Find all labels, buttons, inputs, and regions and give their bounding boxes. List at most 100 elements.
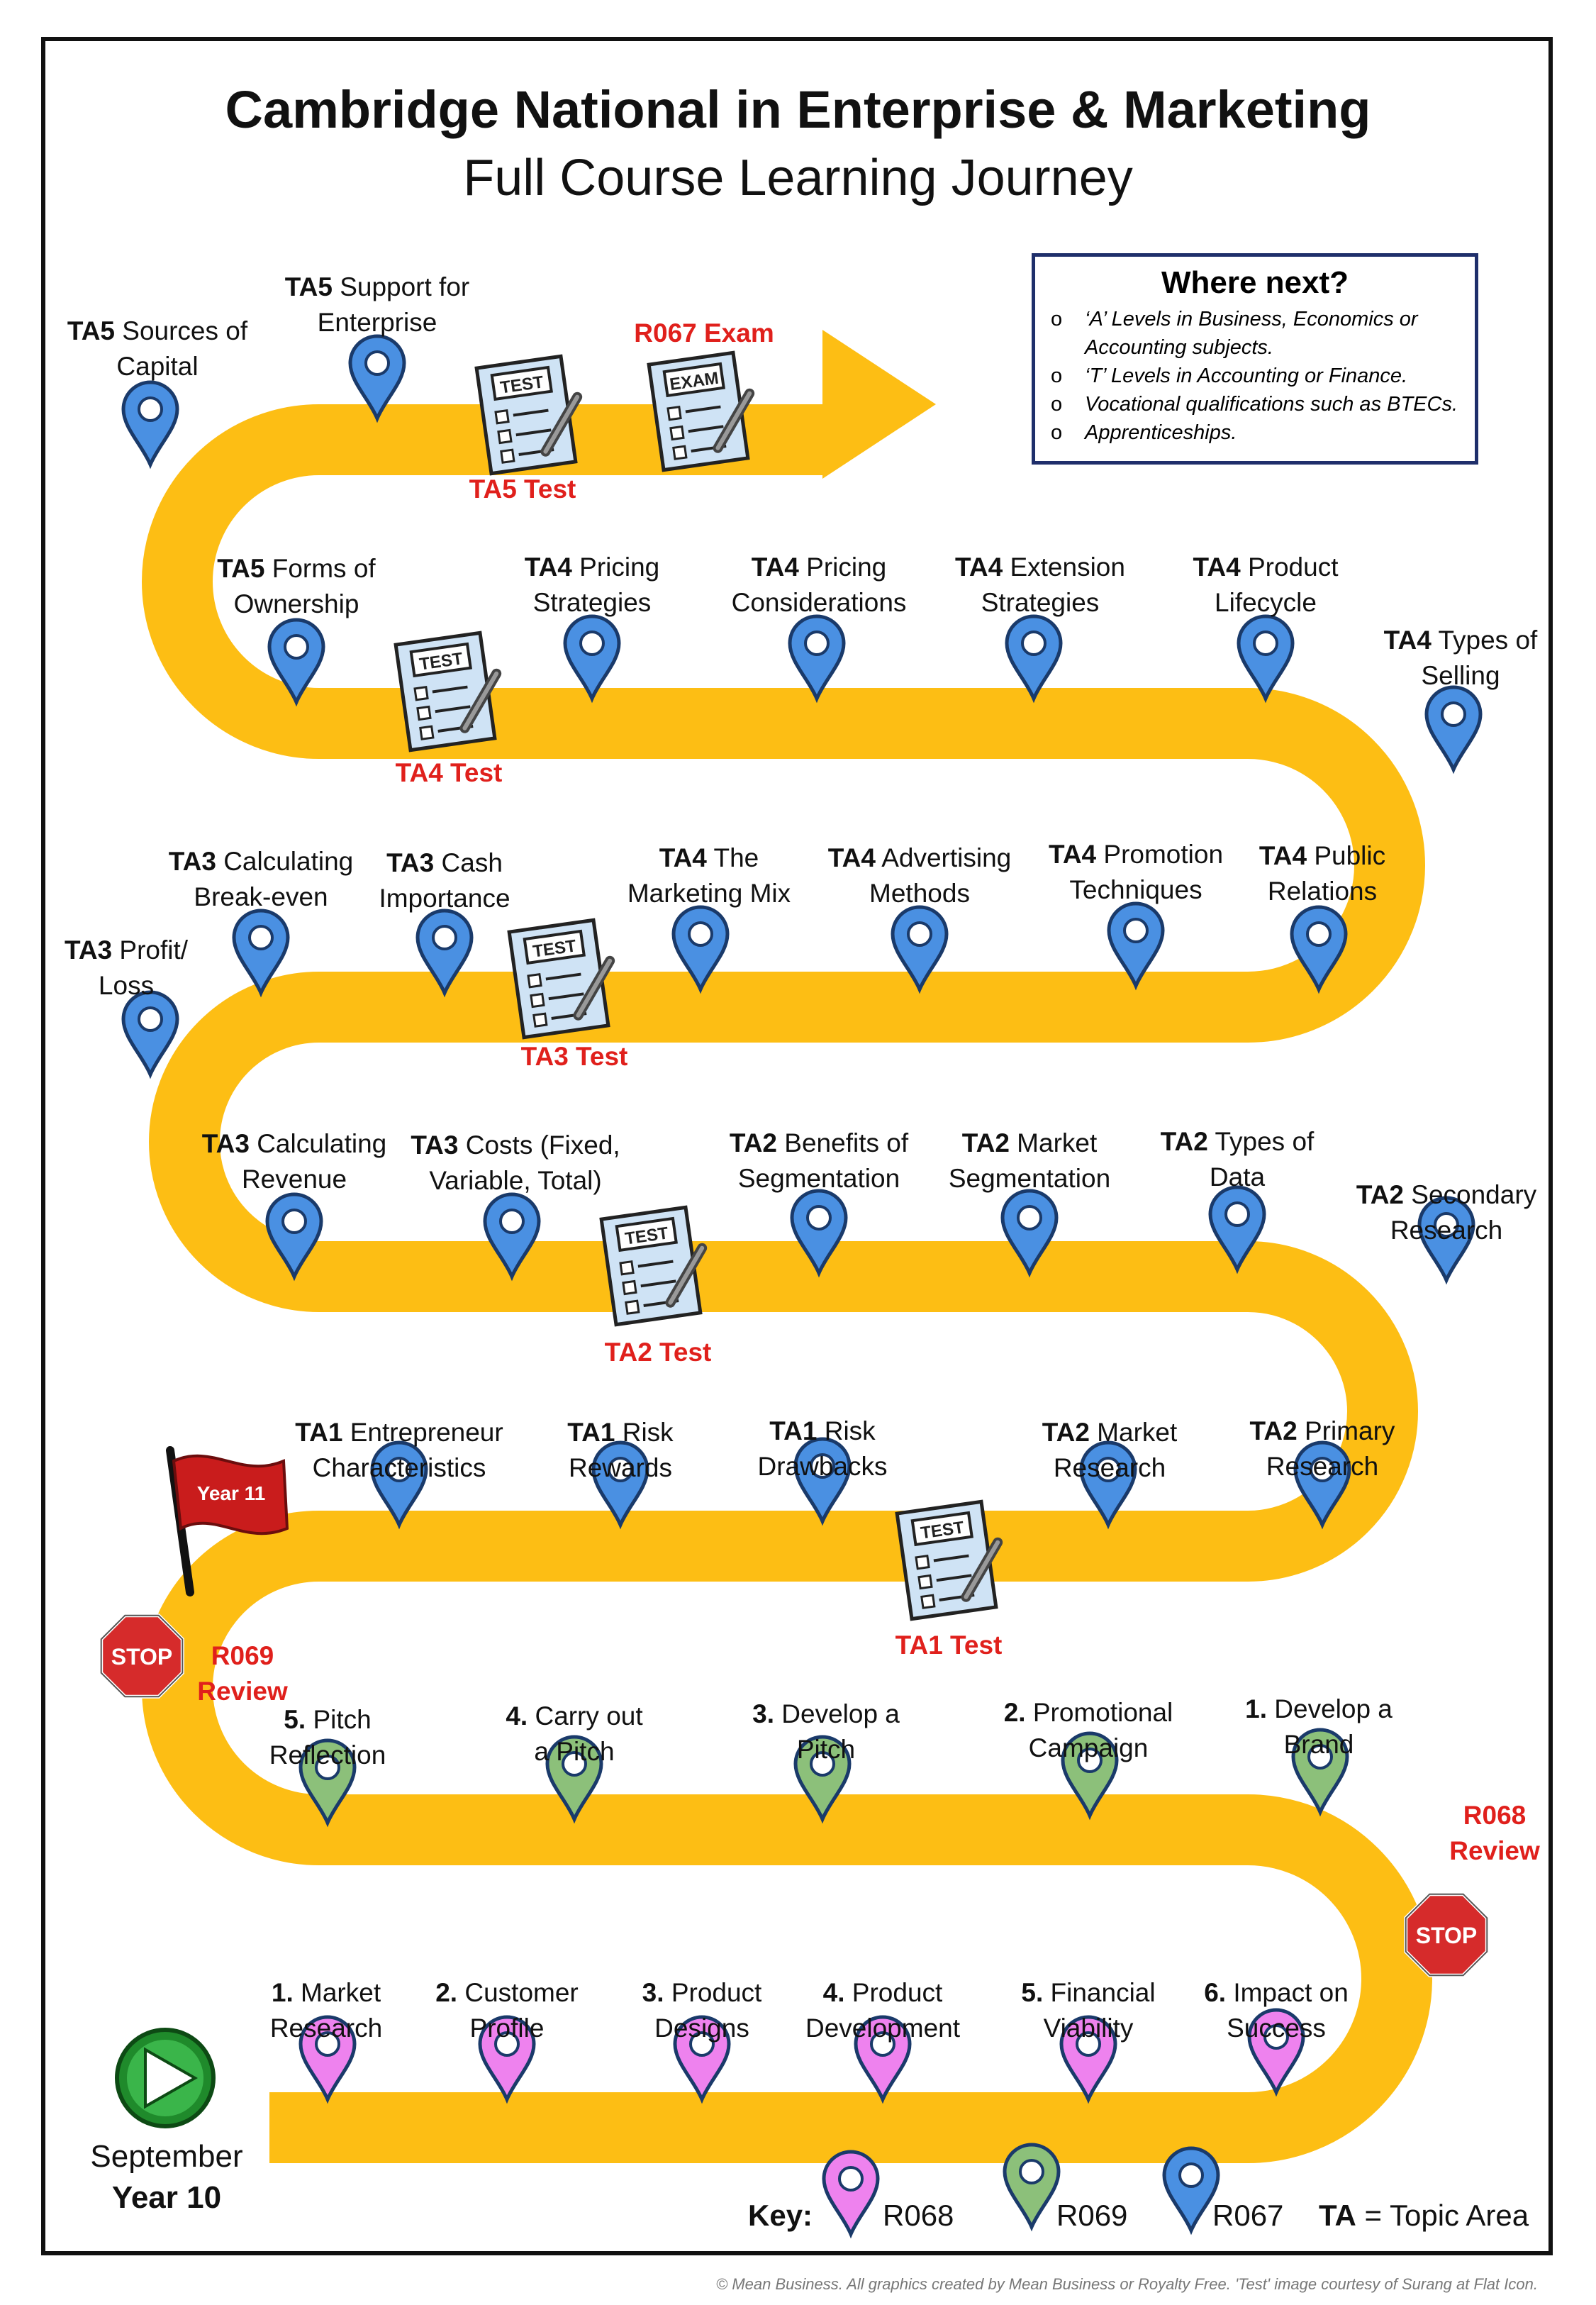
ta2-test-icon: TEST: [599, 1205, 708, 1327]
r068-pin-icon: [298, 2015, 357, 2104]
r067-pin-icon: [591, 1440, 649, 1530]
r068-stop-sign-icon: STOP: [1404, 1892, 1489, 1977]
r067-exam-label: R067 Exam: [634, 318, 774, 348]
bullet-icon: o: [1051, 365, 1063, 387]
r069-stop-sign-icon: STOP: [99, 1614, 184, 1699]
ta3-test-label: TA3 Test: [520, 1042, 628, 1071]
key-label: Key:: [748, 2199, 813, 2232]
r067-pin-icon: [370, 1440, 428, 1530]
ta1-test-label: TA1 Test: [895, 1631, 1003, 1660]
r068-pin-icon: [854, 2015, 912, 2104]
r068-pin-icon: [478, 2015, 536, 2104]
r067-pin-icon: [1079, 1440, 1137, 1530]
r069-pin-icon: [1061, 1731, 1119, 1821]
milestone-ta3-costs: TA3 Costs (Fixed,Variable, Total): [411, 1131, 620, 1195]
r067-pin-icon: [1290, 905, 1348, 994]
r067-pin-icon: [1424, 685, 1483, 774]
r067-pin-icon: [891, 905, 949, 994]
bullet-icon: o: [1051, 393, 1063, 416]
r068-pin-icon: [1247, 2008, 1305, 2097]
year-11-flag-icon: Year 11: [166, 1446, 289, 1596]
r069-pin-icon: [1291, 1728, 1349, 1817]
r067-pin-icon: [1000, 1189, 1059, 1278]
r067-pin-icon: [1417, 1196, 1475, 1285]
r069-pin-icon: [793, 1735, 852, 1824]
key-r069-label: R069: [1056, 2199, 1128, 2232]
r067-pin-icon: [790, 1189, 848, 1278]
page-border: [41, 37, 1553, 2255]
r067-pin-icon: [563, 614, 621, 704]
r068-pin-icon: [673, 2015, 731, 2104]
start-play-icon: [115, 2028, 216, 2128]
svg-text:Year 11: Year 11: [197, 1482, 266, 1504]
svg-text:STOP: STOP: [1416, 1923, 1478, 1948]
key-r068-pin-icon: [822, 2150, 880, 2239]
key-ta-label: TA = Topic Area: [1319, 2199, 1529, 2232]
r067-pin-icon: [267, 618, 325, 707]
r067-exam-icon: EXAM: [647, 350, 755, 472]
road-path: [142, 330, 1432, 2163]
ta5-test-icon: TEST: [474, 354, 583, 476]
r067-pin-icon: [483, 1192, 541, 1282]
r067-pin-icon: [671, 905, 730, 994]
key-r069-pin-icon: [1003, 2143, 1061, 2232]
ta5-test-label: TA5 Test: [469, 474, 576, 504]
milestone-ta3-profit-loss: TA3 Profit/Loss: [64, 935, 189, 1000]
ta1-test-icon: TEST: [895, 1499, 1003, 1621]
key-r068-label: R068: [883, 2199, 954, 2232]
r069-pin-icon: [298, 1738, 357, 1828]
r067-pin-icon: [1107, 901, 1165, 991]
key-r067-label: R067: [1212, 2199, 1284, 2232]
r067-pin-icon: [793, 1437, 852, 1526]
where-next-title: Where next?: [1161, 265, 1349, 300]
where-next-list: o‘A’ Levels in Business, Economics or Ac…: [1035, 305, 1475, 447]
bullet-icon: o: [1051, 308, 1063, 331]
bullet-icon: o: [1051, 421, 1063, 444]
r067-pin-icon: [788, 614, 846, 704]
r067-pin-icon: [121, 990, 179, 1079]
page-title: Cambridge National in Enterprise & Marke…: [225, 80, 1371, 139]
page-subtitle: Full Course Learning Journey: [463, 150, 1133, 206]
where-next-box: Where next? o‘A’ Levels in Business, Eco…: [1032, 253, 1478, 465]
ta2-test-label: TA2 Test: [604, 1338, 712, 1367]
